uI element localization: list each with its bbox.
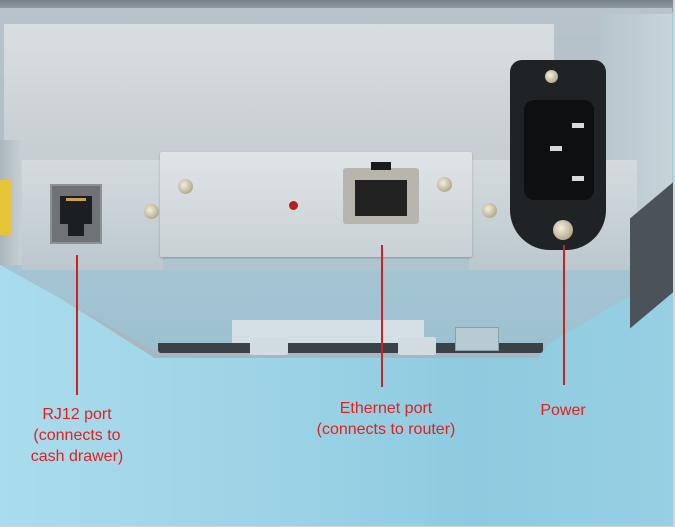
ethernet-leader-line — [381, 245, 383, 387]
ethernet-interface-module — [160, 152, 472, 257]
ethernet-port — [343, 162, 419, 224]
status-led — [289, 201, 298, 210]
cable-clip — [398, 337, 436, 355]
ethernet-port-latch — [371, 162, 391, 170]
power-pin — [572, 123, 584, 128]
power-leader-line — [563, 245, 565, 385]
screw-icon — [482, 203, 497, 218]
warning-sticker — [0, 180, 12, 235]
power-pin — [572, 176, 584, 181]
power-callout-line: Power — [540, 402, 586, 419]
screw-icon — [545, 70, 558, 83]
ethernet-callout: Ethernet port (connects to router) — [306, 398, 466, 440]
printer-bottom-edge — [158, 343, 543, 353]
power-callout: Power — [533, 400, 593, 421]
ethernet-port-opening — [355, 180, 407, 216]
screw-icon — [437, 177, 452, 192]
rj12-port — [50, 184, 102, 244]
rj12-leader-line — [76, 255, 78, 395]
screw-icon — [178, 179, 193, 194]
rj12-port-pins — [66, 198, 86, 201]
rj12-port-opening — [60, 196, 92, 236]
cable-clip — [250, 337, 288, 355]
screw-icon — [553, 220, 573, 240]
rj12-callout-line: RJ12 port — [42, 406, 112, 423]
rear-panel — [4, 24, 554, 164]
rj12-callout-line: (connects to — [33, 427, 121, 444]
screw-icon — [144, 204, 159, 219]
rj12-callout: RJ12 port (connects to cash drawer) — [22, 404, 132, 467]
underside-slot — [455, 327, 499, 351]
ethernet-callout-line: Ethernet port — [339, 400, 433, 417]
rj12-callout-line: cash drawer) — [30, 448, 124, 465]
power-pin — [550, 146, 562, 151]
ethernet-callout-line: (connects to router) — [316, 421, 456, 438]
